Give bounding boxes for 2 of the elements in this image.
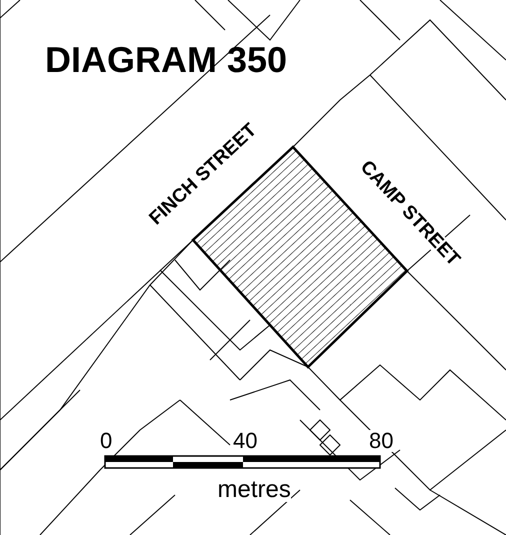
scale-label: 80 bbox=[369, 430, 394, 452]
map-title: DIAGRAM 350 bbox=[45, 42, 288, 78]
